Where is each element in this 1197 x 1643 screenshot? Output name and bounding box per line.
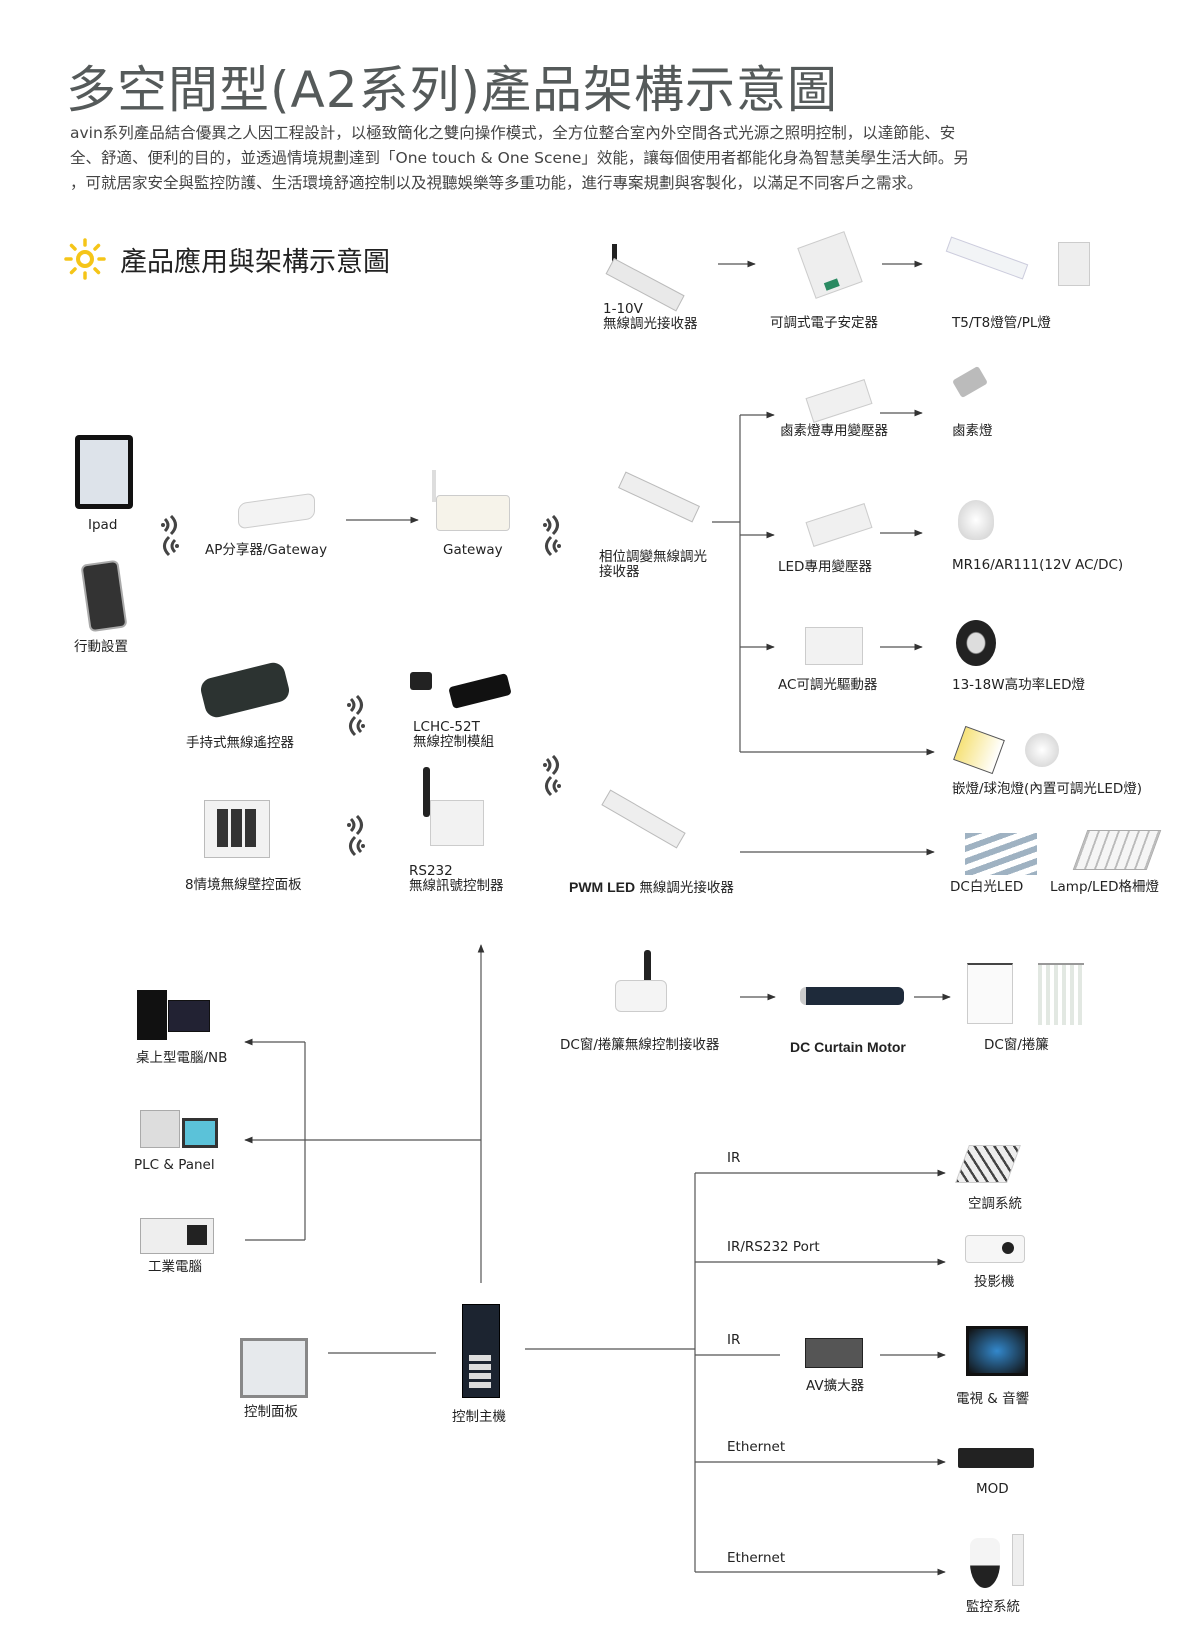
pl-lamp-image [1058, 242, 1090, 286]
label-plc: PLC & Panel [134, 1157, 215, 1173]
monitor-image [168, 1000, 210, 1032]
rs232-controller-image [430, 800, 484, 846]
label-pwm-receiver: PWM LED 無線調光接收器 [569, 880, 734, 896]
high-power-led-image [956, 620, 996, 666]
label-led-transformer: LED專用變壓器 [778, 559, 872, 575]
label-bulb: 嵌燈/球泡燈(內置可調光LED燈) [952, 781, 1143, 797]
cctv-camera-image [970, 1538, 1000, 1588]
control-host-image [462, 1304, 500, 1398]
curtain-motor-image [800, 987, 904, 1005]
wireless-signal-icon [543, 515, 561, 557]
label-dc-led: DC白光LED [950, 879, 1024, 895]
mr16-lamp-image [958, 500, 994, 540]
page-title: 多空間型(A2系列)產品架構示意圖 [66, 61, 839, 119]
label-aircon: 空調系統 [968, 1196, 1022, 1212]
curtain-receiver-antenna [644, 950, 651, 984]
label-curtain-receiver: DC窗/捲簾無線控制接收器 [560, 1037, 720, 1053]
label-curtain-motor: DC Curtain Motor [790, 1039, 906, 1055]
rs232-antenna [423, 767, 430, 817]
label-projector: 投影機 [974, 1274, 1015, 1290]
pwm-bold: PWM LED [569, 879, 636, 895]
curtain-image [1038, 963, 1084, 1025]
label-ap-gateway: AP分享器/Gateway [205, 542, 328, 558]
plc-image [140, 1110, 180, 1148]
intro-line-2: 全、舒適、便利的目的，並透過情境規劃達到「One touch & One Sce… [70, 149, 969, 167]
label-t5-lamp: T5/T8燈管/PL燈 [952, 315, 1051, 331]
label-rs232: RS232 [409, 863, 453, 879]
label-lchc-module: 無線控制模組 [413, 734, 494, 750]
wireless-signal-icon [347, 815, 365, 857]
sun-icon [64, 238, 106, 280]
label-tv-audio: 電視 & 音響 [956, 1391, 1030, 1407]
label-mobile: 行動設置 [74, 639, 128, 655]
av-amplifier-image [805, 1338, 863, 1368]
label-high-power-led: 13-18W高功率LED燈 [952, 677, 1086, 693]
ipad-image [75, 435, 133, 509]
label-halogen-lamp: 鹵素燈 [952, 423, 993, 439]
led-bulb-image [1025, 733, 1059, 767]
wireless-signal-icon [347, 695, 365, 737]
label-1-10v: 1-10V [603, 301, 643, 317]
gateway-image [436, 495, 510, 531]
label-curtain: DC窗/捲簾 [984, 1037, 1049, 1053]
label-wall-panel: 8情境無線壁控面板 [185, 877, 302, 893]
ac-driver-image [805, 627, 863, 665]
section-title: 產品應用與架構示意圖 [120, 246, 390, 278]
section-header: 產品應用與架構示意圖 [64, 238, 390, 280]
dimming-receiver-1-10v-image [605, 240, 688, 312]
wireless-signal-icon [161, 515, 179, 557]
pwm-rest: 無線調光接收器 [635, 880, 734, 896]
label-cctv: 監控系統 [966, 1599, 1020, 1615]
label-halogen-transformer: 鹵素燈專用變壓器 [780, 423, 888, 439]
label-ir-aircon: IR [727, 1150, 741, 1166]
label-phase-receiver-2: 接收器 [599, 564, 640, 580]
label-rs232-controller: 無線訊號控制器 [409, 878, 504, 894]
intro-line-1: avin系列產品結合優異之人因工程設計，以極致簡化之雙向操作模式，全方位整合室內… [70, 124, 956, 142]
label-lchc-model: LCHC-52T [413, 719, 480, 735]
control-panel-image [240, 1338, 308, 1398]
mod-box-image [958, 1448, 1034, 1468]
desktop-tower-image [137, 990, 167, 1040]
label-ipad: Ipad [88, 517, 118, 533]
tv-image [966, 1326, 1028, 1376]
label-industrial-pc: 工業電腦 [148, 1259, 202, 1275]
grid-lamp-image [1072, 830, 1162, 870]
label-1-10v-receiver: 無線調光接收器 [603, 316, 698, 332]
label-ballast: 可調式電子安定器 [770, 315, 878, 331]
label-phase-receiver: 相位調變無線調光 [599, 549, 707, 565]
usb-cap-image [410, 672, 432, 690]
label-control-panel: 控制面板 [244, 1404, 298, 1420]
hmi-panel-image [182, 1118, 218, 1148]
label-mr16: MR16/AR111(12V AC/DC) [952, 557, 1124, 573]
label-ethernet-cctv: Ethernet [727, 1550, 786, 1566]
label-av-amplifier: AV擴大器 [806, 1378, 865, 1394]
label-ac-driver: AC可調光驅動器 [778, 677, 878, 693]
label-ethernet-mod: Ethernet [727, 1439, 786, 1455]
label-grid-lamp: Lamp/LED格柵燈 [1050, 879, 1160, 895]
projector-image [965, 1235, 1025, 1263]
gateway-antenna [432, 470, 436, 502]
label-mod: MOD [976, 1481, 1009, 1497]
wireless-signal-icon [543, 755, 561, 797]
roller-blind-image [967, 963, 1013, 1024]
label-desktop: 桌上型電腦/NB [136, 1050, 228, 1066]
cctv-bracket-image [1012, 1534, 1024, 1586]
dc-led-strip-image [965, 833, 1037, 875]
curtain-receiver-image [615, 980, 667, 1012]
wall-panel-image [204, 800, 270, 858]
label-gateway: Gateway [443, 542, 503, 558]
label-ir-amp: IR [727, 1332, 741, 1348]
industrial-pc-image [140, 1218, 214, 1254]
label-control-host: 控制主機 [452, 1409, 506, 1425]
intro-line-3: ，可就居家安全與監控防護、生活環境舒適控制以及視聽娛樂等多重功能，進行專案規劃與… [70, 174, 923, 192]
label-handheld-remote: 手持式無線遙控器 [186, 735, 294, 751]
label-ir-rs232: IR/RS232 Port [727, 1239, 820, 1255]
